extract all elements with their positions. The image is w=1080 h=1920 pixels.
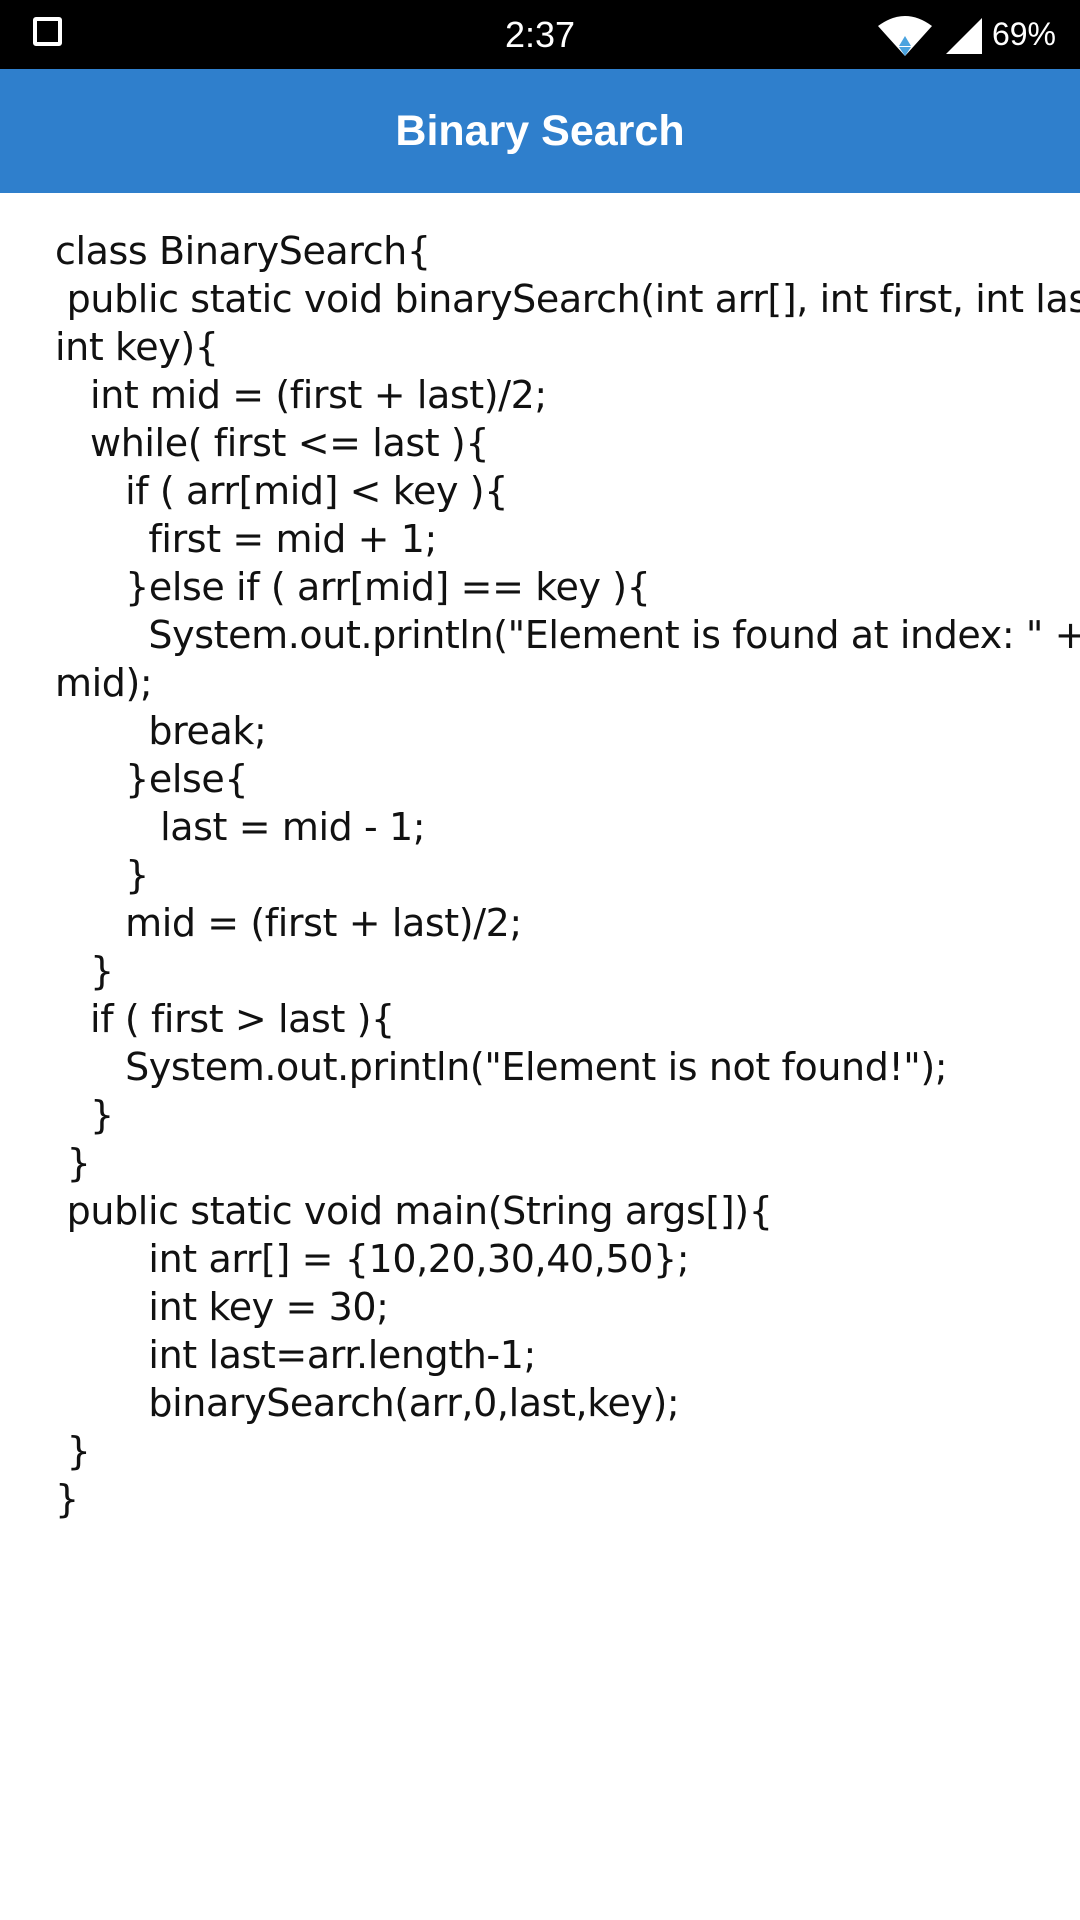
code-line: int last=arr.length-1; xyxy=(55,1333,536,1377)
code-line: public static void main(String args[]){ xyxy=(55,1189,773,1233)
code-line: class BinarySearch{ xyxy=(55,229,431,273)
page-title: Binary Search xyxy=(395,107,685,155)
code-line: int arr[] = {10,20,30,40,50}; xyxy=(55,1237,690,1281)
code-line: if ( arr[mid] < key ){ xyxy=(55,469,509,513)
code-line: public static void binarySearch(int arr[… xyxy=(55,277,1080,321)
code-line: int key){ xyxy=(55,325,219,369)
battery-level: 69% xyxy=(991,16,1056,52)
code-line: if ( first > last ){ xyxy=(55,997,395,1041)
code-line: } xyxy=(55,1477,79,1521)
code-line: } xyxy=(55,1141,91,1185)
code-line: int key = 30; xyxy=(55,1285,389,1329)
code-line: }else{ xyxy=(55,757,249,801)
code-line: mid); xyxy=(55,661,153,705)
code-line: while( first <= last ){ xyxy=(55,421,490,465)
status-time: 2:37 xyxy=(504,14,576,55)
code-block: class BinarySearch{ public static void b… xyxy=(55,227,1080,1523)
code-line: break; xyxy=(55,709,267,753)
status-bar: 2:37 69% xyxy=(0,0,1080,69)
code-line: last = mid - 1; xyxy=(55,805,426,849)
code-line: int mid = (first + last)/2; xyxy=(55,373,547,417)
code-line: }else if ( arr[mid] == key ){ xyxy=(55,565,651,609)
code-line: mid = (first + last)/2; xyxy=(55,901,522,945)
app-bar: Binary Search xyxy=(0,69,1080,193)
code-line: } xyxy=(55,1093,114,1137)
code-line: } xyxy=(55,853,149,897)
code-line: } xyxy=(55,1429,91,1473)
code-line: } xyxy=(55,949,114,993)
code-line: System.out.println("Element is not found… xyxy=(55,1045,948,1089)
square-icon xyxy=(33,17,62,46)
cell-signal-icon xyxy=(946,18,982,54)
wifi-icon xyxy=(878,16,932,56)
code-line: binarySearch(arr,0,last,key); xyxy=(55,1381,680,1425)
code-line: first = mid + 1; xyxy=(55,517,437,561)
code-line: System.out.println("Element is found at … xyxy=(55,613,1080,657)
